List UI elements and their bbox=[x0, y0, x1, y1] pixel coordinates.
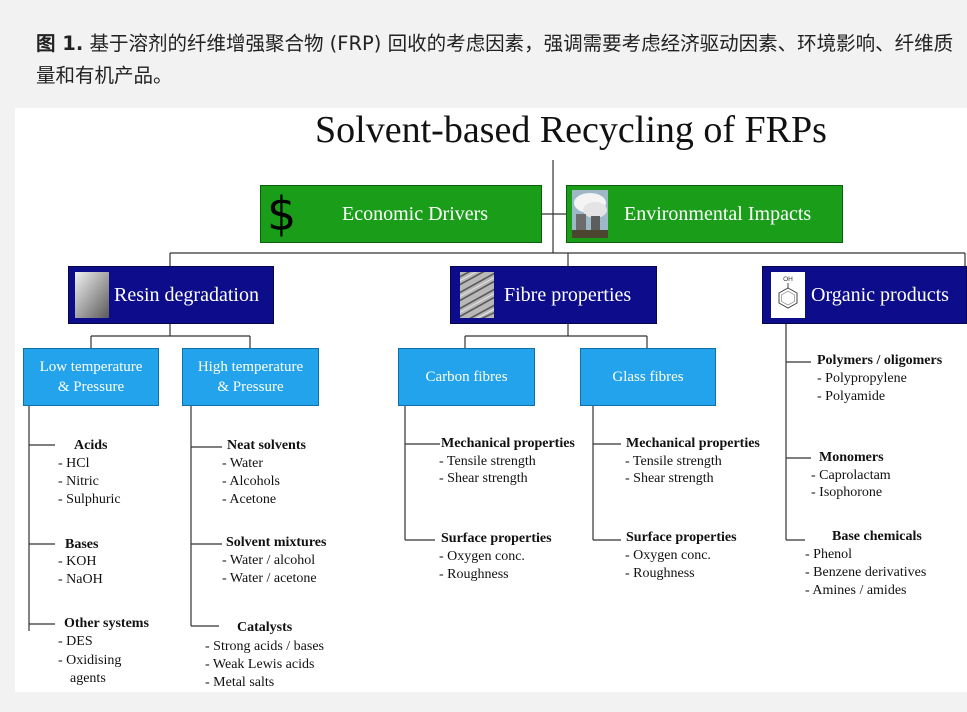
diagram-figure: Solvent-based Recycling of FRPs $ Econom… bbox=[15, 108, 967, 692]
environmental-impacts-box: Environmental Impacts bbox=[566, 185, 843, 243]
economic-drivers-box: $ Economic Drivers bbox=[260, 185, 542, 243]
group-item: - Weak Lewis acids bbox=[205, 657, 315, 672]
fibre-properties-box: Fibre properties bbox=[450, 266, 657, 324]
group-item: - Alcohols bbox=[222, 474, 280, 489]
environmental-impacts-label: Environmental Impacts bbox=[624, 203, 812, 225]
phenol-structure-icon: OH bbox=[771, 272, 805, 318]
group-item: - Sulphuric bbox=[58, 492, 121, 507]
caption-text: 基于溶剂的纤维增强聚合物 (FRP) 回收的考虑因素，强调需要考虑经济驱动因素、… bbox=[36, 32, 954, 87]
low-temp-line1: Low temperature bbox=[39, 359, 143, 375]
group-heading: Base chemicals bbox=[832, 529, 922, 544]
diagram-title: Solvent-based Recycling of FRPs bbox=[315, 109, 827, 151]
group-heading: Neat solvents bbox=[227, 438, 306, 453]
figure-label: 图 1. bbox=[36, 32, 84, 55]
group-heading: Catalysts bbox=[237, 620, 293, 635]
group-item: - Roughness bbox=[625, 566, 695, 581]
fibre-strands-icon bbox=[460, 272, 494, 318]
glass-fibres-box: Glass fibres bbox=[580, 348, 716, 406]
group-item: - Oxidising bbox=[58, 653, 122, 668]
organic-products-label: Organic products bbox=[811, 284, 949, 306]
group-item: - Benzene derivatives bbox=[805, 565, 927, 580]
group-heading: Other systems bbox=[64, 616, 149, 631]
group-item: - Metal salts bbox=[205, 675, 275, 690]
group-item: - Water bbox=[222, 456, 263, 471]
resin-degradation-box: Resin degradation bbox=[68, 266, 274, 324]
group-item: - Polypropylene bbox=[817, 371, 907, 386]
low-temp-pressure-box: Low temperature & Pressure bbox=[23, 348, 159, 406]
group-heading: Mechanical properties bbox=[626, 436, 760, 451]
phenol-oh-label: OH bbox=[783, 276, 793, 283]
group-item: - Strong acids / bases bbox=[205, 639, 324, 654]
group-item: - Acetone bbox=[222, 492, 277, 507]
organic-products-box: OH Organic products bbox=[762, 266, 967, 324]
high-temp-pressure-box: High temperature & Pressure bbox=[182, 348, 319, 406]
glass-fibres-label: Glass fibres bbox=[612, 369, 684, 385]
resin-panel-icon bbox=[75, 272, 109, 318]
group-item: - Shear strength bbox=[439, 471, 528, 486]
group-item: - Tensile strength bbox=[625, 454, 722, 469]
economic-drivers-label: Economic Drivers bbox=[342, 203, 489, 225]
connector-lines bbox=[28, 160, 966, 631]
group-item: - HCl bbox=[58, 456, 90, 471]
fibre-properties-label: Fibre properties bbox=[504, 284, 632, 306]
group-heading: Monomers bbox=[819, 450, 884, 465]
group-item: - KOH bbox=[58, 554, 97, 569]
group-item: - Caprolactam bbox=[811, 468, 891, 483]
group-item: - Phenol bbox=[805, 547, 853, 562]
group-item: - DES bbox=[58, 634, 93, 649]
group-item: - Shear strength bbox=[625, 471, 714, 486]
group-heading: Surface properties bbox=[441, 531, 552, 546]
group-heading: Bases bbox=[65, 537, 99, 552]
group-heading: Acids bbox=[74, 438, 108, 453]
group-item: - Tensile strength bbox=[439, 454, 536, 469]
resin-degradation-label: Resin degradation bbox=[114, 284, 259, 306]
group-item: - Amines / amides bbox=[805, 583, 907, 598]
group-item: - Water / acetone bbox=[222, 571, 317, 586]
power-plant-icon bbox=[572, 190, 608, 238]
group-item: - Roughness bbox=[439, 567, 509, 582]
group-heading: Surface properties bbox=[626, 530, 737, 545]
carbon-fibres-label: Carbon fibres bbox=[425, 369, 508, 385]
figure-caption: 图 1. 基于溶剂的纤维增强聚合物 (FRP) 回收的考虑因素，强调需要考虑经济… bbox=[36, 28, 956, 92]
group-heading: Polymers / oligomers bbox=[817, 353, 943, 368]
dollar-icon: $ bbox=[267, 187, 297, 241]
carbon-fibres-box: Carbon fibres bbox=[398, 348, 535, 406]
group-item: - NaOH bbox=[58, 572, 103, 587]
group-item: - Oxygen conc. bbox=[439, 549, 525, 564]
group-item: - Water / alcohol bbox=[222, 553, 316, 568]
high-temp-line1: High temperature bbox=[197, 359, 304, 375]
low-temp-line2: & Pressure bbox=[57, 379, 125, 395]
group-item: agents bbox=[70, 671, 106, 686]
group-heading: Mechanical properties bbox=[441, 436, 575, 451]
group-item: - Nitric bbox=[58, 474, 99, 489]
group-item: - Oxygen conc. bbox=[625, 548, 711, 563]
group-item: - Isophorone bbox=[811, 485, 883, 500]
group-heading: Solvent mixtures bbox=[226, 535, 327, 550]
group-item: - Polyamide bbox=[817, 389, 886, 404]
high-temp-line2: & Pressure bbox=[217, 379, 284, 395]
